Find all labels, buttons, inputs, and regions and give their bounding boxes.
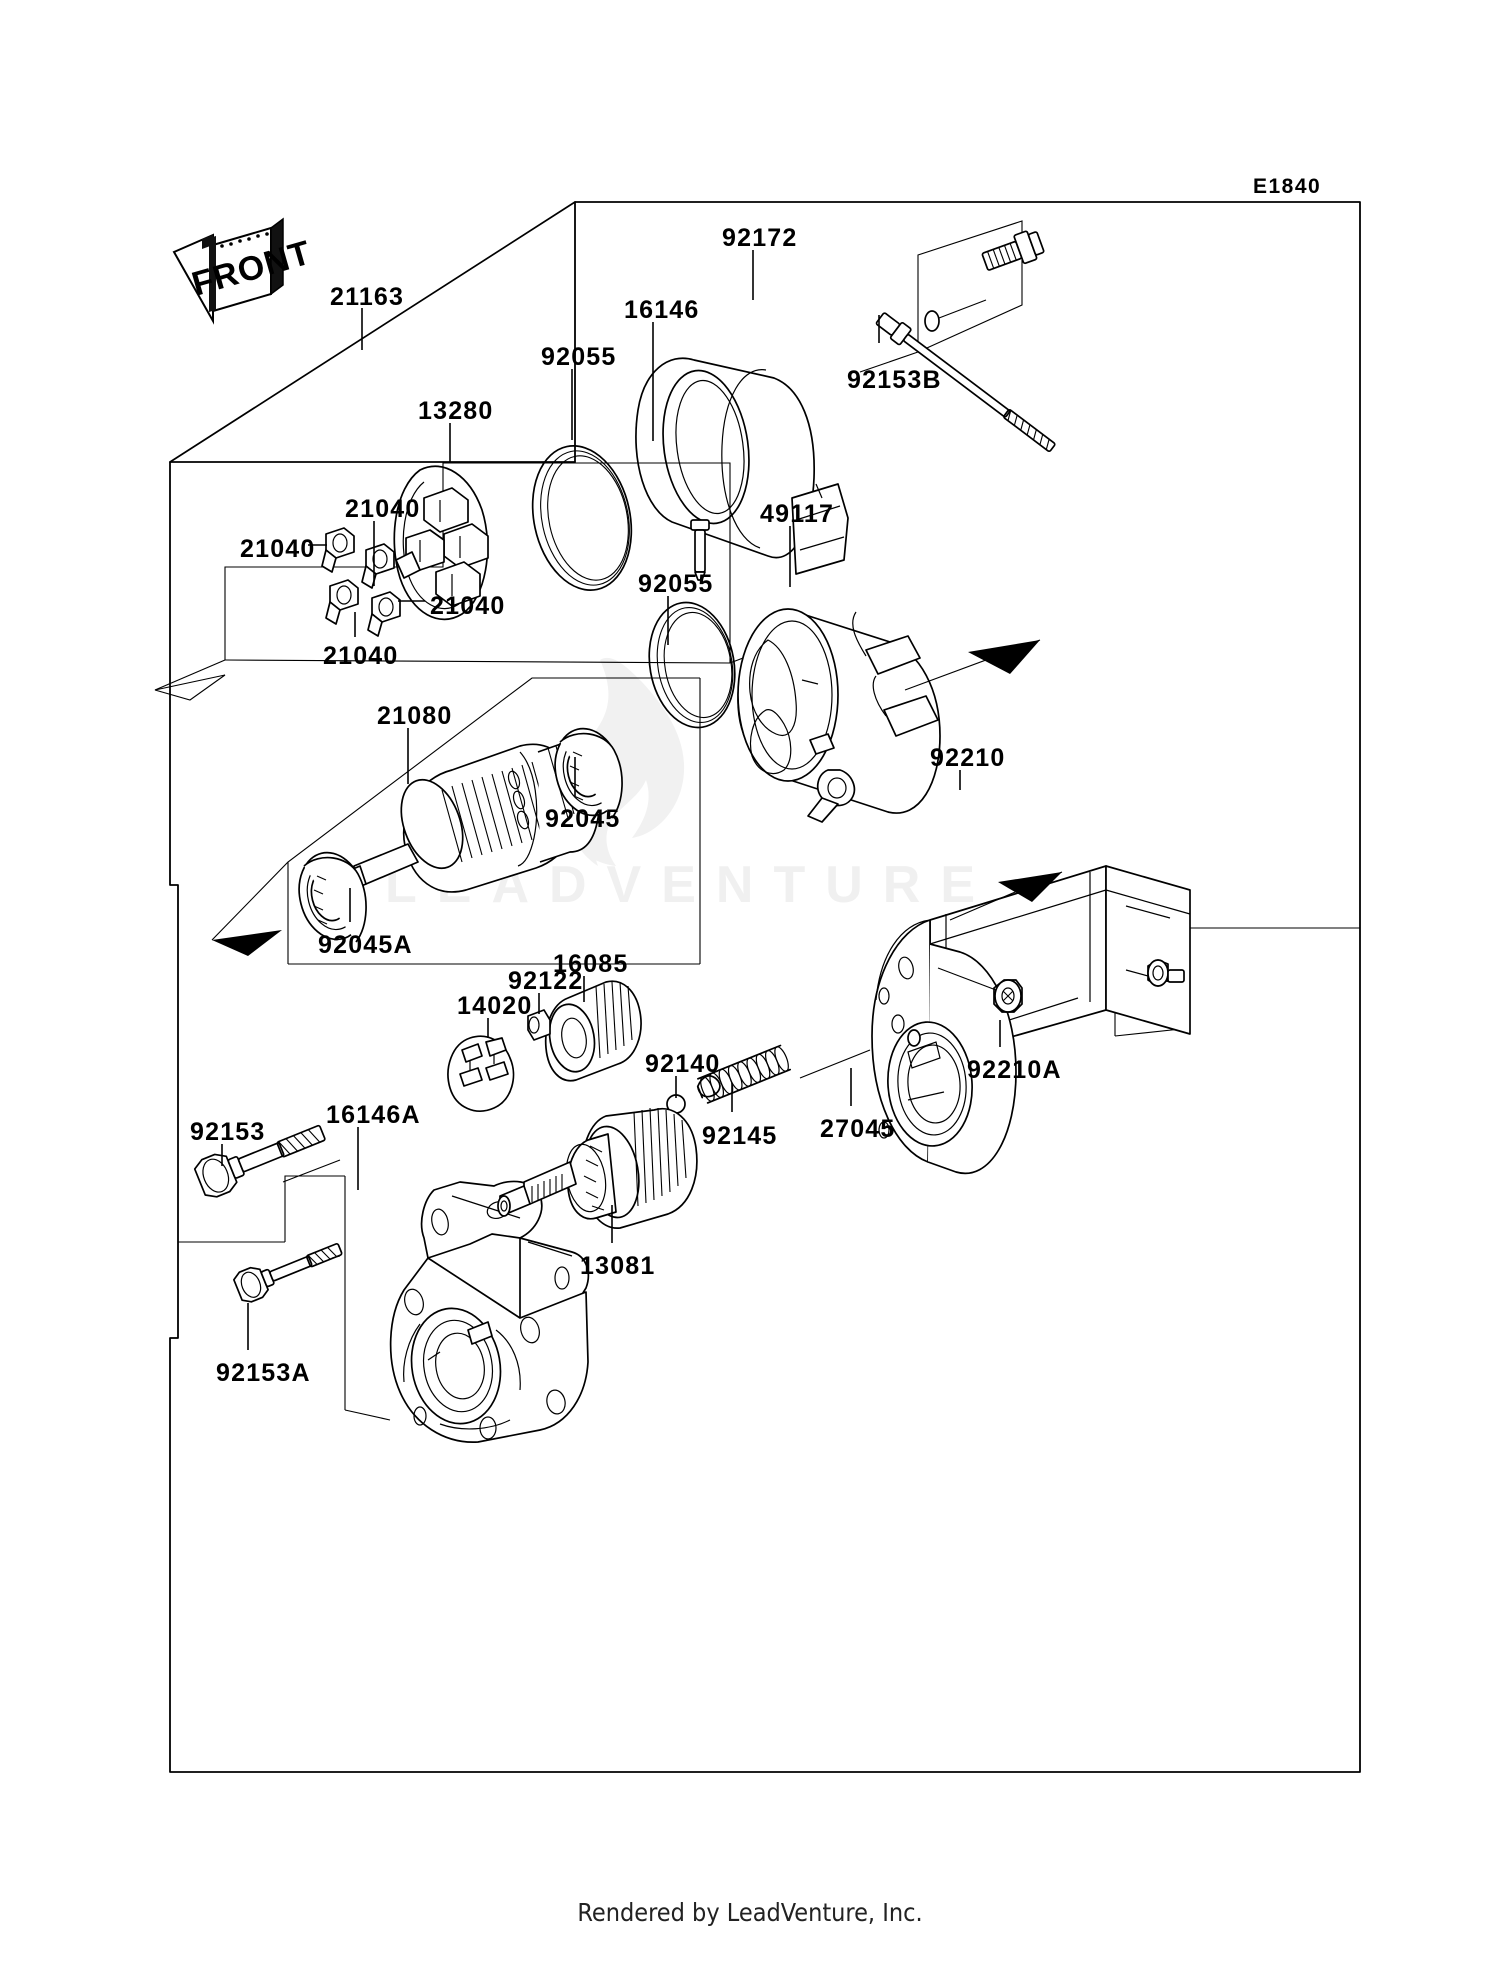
part-label-brush-holder-assembly: 13280 — [418, 397, 494, 425]
part-92055-oring-lower — [648, 601, 736, 729]
part-label-brush-upper-left: 21040 — [345, 495, 421, 523]
part-label-end-cover: 16146 — [624, 296, 700, 324]
part-label-bearing-drive-end: 92045A — [318, 931, 413, 959]
part-label-o-ring-lower: 92055 — [638, 570, 714, 598]
part-92153-bolt — [193, 1124, 341, 1198]
part-21040-brushes — [321, 527, 401, 637]
part-label-o-ring-upper: 92055 — [541, 343, 617, 371]
part-16085-gear — [544, 980, 642, 1082]
part-92172-group — [859, 220, 1045, 373]
part-13280-brushholder — [393, 465, 489, 621]
part-92153B-bolt — [875, 312, 1056, 453]
part-92055-oring-upper — [531, 445, 633, 591]
part-label-pinion-gear-clutch: 13081 — [580, 1252, 656, 1280]
part-label-nut-terminal-lower: 92210A — [967, 1056, 1062, 1084]
part-label-starter-housing: 27045 — [820, 1115, 896, 1143]
part-label-terminal-bolt: 92172 — [722, 224, 798, 252]
sheet-id: E1840 — [1253, 175, 1322, 198]
part-27045-housing — [871, 865, 1191, 1175]
part-16146A-bracket — [389, 1180, 590, 1443]
part-label-yoke-field-coil: 49117 — [760, 500, 835, 528]
part-label-steel-ball: 92140 — [645, 1050, 721, 1078]
part-label-starter-motor-assembly: 21163 — [330, 283, 405, 311]
part-label-mounting-bolt-upper: 92153 — [190, 1118, 266, 1146]
part-21080-group — [211, 677, 701, 965]
part-label-gear-holder: 14020 — [457, 992, 533, 1020]
part-label-front-bracket: 16146A — [326, 1101, 421, 1129]
part-label-spring: 92145 — [702, 1122, 778, 1150]
part-label-bearing-commutator-end: 92045 — [545, 805, 621, 833]
part-92153-group — [170, 1175, 391, 1421]
part-label-armature: 21080 — [377, 702, 453, 730]
part-16146-endcover — [635, 357, 849, 581]
part-label-through-bolt-long: 92153B — [847, 366, 942, 394]
part-13081-pinion — [497, 1107, 698, 1229]
front-arrow-icon: FRONT — [172, 217, 316, 325]
part-92210A-nut — [937, 967, 1023, 1013]
part-label-roller-pin: 92122 — [508, 967, 584, 995]
part-49117-yoke — [737, 608, 1041, 823]
part-label-mounting-bolt-lower: 92153A — [216, 1359, 311, 1387]
part-label-idler-gear: 16085 — [553, 950, 629, 978]
part-92045-bearing — [554, 727, 623, 819]
part-92153A-bolt — [233, 1242, 343, 1303]
part-label-nut-terminal-upper: 92210 — [930, 744, 1006, 772]
part-label-brush-left: 21040 — [240, 535, 316, 563]
part-label-brush-lower: 21040 — [323, 642, 399, 670]
part-label-brush-right: 21040 — [430, 592, 506, 620]
footer-credit: Rendered by LeadVenture, Inc. — [577, 1898, 923, 1927]
part-14020-holder — [447, 1035, 515, 1112]
part-92122-pin — [527, 1009, 551, 1041]
part-92145-spring — [696, 1044, 871, 1104]
